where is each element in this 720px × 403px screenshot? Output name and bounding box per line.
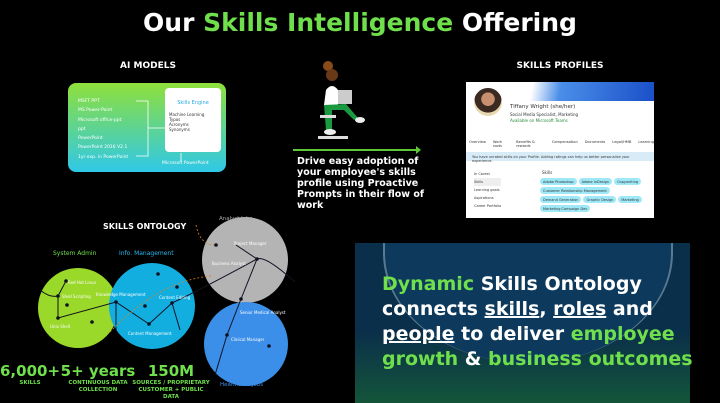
node-label: Clinical Manager <box>231 337 265 342</box>
input-term: ppt <box>78 126 86 132</box>
input-term: 1yr exp. in PowerPoint <box>78 154 129 160</box>
skills-ontology-diagram: SKILLS ONTOLOGY System Admin Info. Manag… <box>38 216 296 388</box>
node-label: Knowledge Management <box>96 292 146 297</box>
analyst-jobs-circle <box>202 217 288 303</box>
node-label: Red Hat Linux <box>68 280 97 285</box>
stat-label: SOURCES / PROPRIETARY CUSTOMER + PUBLIC … <box>132 380 210 400</box>
skills-profiles-label: SKILLS PROFILES <box>516 61 604 71</box>
input-list: MSFT PPT MS Power-Point Microsoft office… <box>78 97 128 162</box>
sidebar-title: In Career <box>474 172 491 176</box>
tab-benefits[interactable]: Benefits & rewards <box>516 140 535 148</box>
skill-chip[interactable]: Graphic Design <box>583 196 617 203</box>
engine-item: Synonyms <box>169 127 190 132</box>
info-management-circle <box>109 263 195 349</box>
stat-value: 150M <box>147 362 195 380</box>
skill-chip[interactable]: Copywriting <box>614 178 642 185</box>
skill-chip[interactable]: Marketing <box>618 196 642 203</box>
node-label: Senior Medical Analyst <box>240 310 286 315</box>
ontology-label: SKILLS ONTOLOGY <box>103 222 186 231</box>
ai-models-diagram: MSFT PPT MS Power-Point Microsoft office… <box>68 83 226 172</box>
node-label: Business Analyst <box>212 261 246 266</box>
group-label: Info. Management <box>119 250 174 257</box>
skills-heading: Skills <box>542 170 553 175</box>
skill-chip[interactable]: Adobe Photoshop <box>540 178 577 185</box>
profile-note: You have unrated skills on your Profile.… <box>466 152 654 163</box>
stat-label: SKILLS <box>19 380 41 386</box>
sidebar-item-aspirations[interactable]: Aspirations <box>474 196 494 200</box>
input-term: PowerPoint 2016 V2.1 <box>78 145 128 151</box>
stat-skills: 6,000+SKILLS <box>0 362 60 387</box>
input-term: MSFT PPT <box>78 99 100 104</box>
skill-chip[interactable]: Marketing Campaign Dev <box>540 205 591 212</box>
engine-item: Typos <box>169 117 181 122</box>
skills-engine-box: Skills Engine Machine Learning Typos Acr… <box>165 88 221 152</box>
engine-item: Acronyms <box>169 122 189 127</box>
group-label: Analyst Jobs <box>219 216 253 222</box>
profile-tabs: Overview Work roots Benefits & rewards C… <box>469 140 654 148</box>
skill-chip[interactable]: Customer Relationship Management <box>540 187 610 194</box>
arrow-head-icon <box>416 146 421 154</box>
tab-overview[interactable]: Overview <box>469 140 486 144</box>
group-label: System Admin <box>53 250 97 257</box>
stat-label: CONTINUOUS DATA COLLECTION <box>68 380 128 393</box>
page-title: Our Skills Intelligence Offering <box>143 8 577 37</box>
system-admin-circle <box>38 268 118 348</box>
input-term: MS Power-Point <box>78 108 113 114</box>
skills-profile-screenshot: Tiffany Wright (she/her) Social Media Sp… <box>466 82 654 218</box>
input-term: Microsoft office-ppt <box>78 117 122 123</box>
healthcare-jobs-circle <box>204 302 288 386</box>
engine-output: Microsoft PowerPoint <box>162 161 209 166</box>
node-label: Content Management <box>128 331 172 336</box>
profile-role: Social Media Specialist, Marketing <box>510 112 579 117</box>
skill-chips: Adobe Photoshop Adobe InDesign Copywriti… <box>540 178 652 212</box>
stat-value: 6,000+ <box>0 362 61 380</box>
profile-status: Available on Microsoft Teams <box>510 118 568 123</box>
connector-lines <box>136 100 182 161</box>
node-label: Project Manager <box>234 241 267 246</box>
group-label: Healthcare Jobs <box>220 382 263 388</box>
profile-sidebar: In Career Skills Learning goals Aspirati… <box>474 170 502 210</box>
profile-name: Tiffany Wright (she/her) <box>510 104 576 110</box>
sidebar-item-learning-goals[interactable]: Learning goals <box>474 188 500 192</box>
sidebar-item-career-portfolio[interactable]: Career Portfolio <box>474 204 502 208</box>
tab-compensation[interactable]: Compensation <box>551 140 578 144</box>
arrow-divider <box>293 149 418 151</box>
tab-documents[interactable]: Documents <box>584 140 606 144</box>
adoption-text: Drive easy adoption of your employee's s… <box>297 156 425 211</box>
skill-chip[interactable]: Demand Generation <box>540 196 582 203</box>
tab-legal[interactable]: Legal/HMB <box>612 140 632 144</box>
profile-banner <box>466 82 654 101</box>
node-label: Content Editing <box>159 295 191 300</box>
input-term: PowerPoint <box>78 136 103 142</box>
tab-learning[interactable]: Learning <box>638 140 654 144</box>
person-laptop-illustration <box>318 61 365 139</box>
node-label: Unix Shell <box>50 324 70 329</box>
stat-value: 5+ years <box>60 362 136 380</box>
engine-item: Machine Learning <box>169 112 205 117</box>
avatar <box>472 86 504 118</box>
node-label: Shell Scripting <box>62 294 91 299</box>
tab-work-roots[interactable]: Work roots <box>492 140 503 148</box>
sidebar-item-skills[interactable]: Skills <box>474 178 502 186</box>
skill-chip[interactable]: Adobe InDesign <box>578 178 613 185</box>
tagline-text: Dynamic Skills Ontology connects skills,… <box>382 273 693 370</box>
engine-title: Skills Engine <box>177 100 209 106</box>
ai-models-label: AI MODELS <box>120 61 176 71</box>
